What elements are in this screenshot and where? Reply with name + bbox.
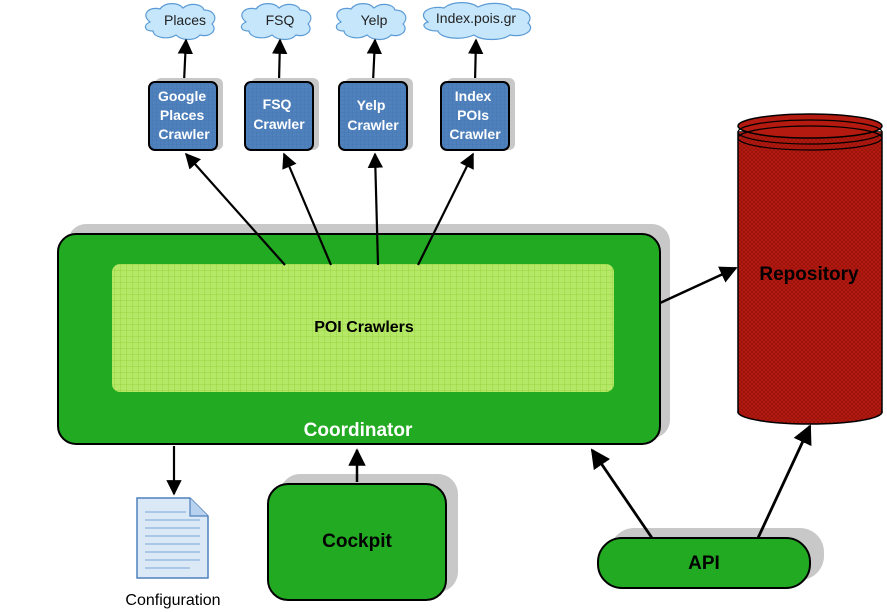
api-box: API (597, 528, 824, 589)
cloud-label-fsq: FSQ (266, 12, 295, 28)
arrow-api-to-repository (756, 424, 812, 539)
arrow-crawler-index (467, 38, 484, 83)
cloud-places: Places (144, 3, 216, 41)
cockpit-box: Cockpit (267, 474, 458, 601)
arrow-crawler-fsq (271, 38, 288, 83)
crawler-label-index: Index POIs Crawler (449, 88, 501, 142)
crawler-line: Places (160, 107, 205, 123)
cloud-label-yelp: Yelp (361, 12, 388, 28)
crawler-line: Crawler (449, 126, 501, 142)
arrow-api-to-coordinator (590, 448, 654, 539)
arrow-crawler-places (177, 38, 194, 83)
crawler-label-fsq: FSQ Crawler (253, 96, 305, 132)
repository-label: Repository (759, 264, 859, 285)
cloud-label-places: Places (164, 12, 206, 28)
crawler-yelp: Yelp Crawler (338, 78, 413, 151)
crawler-line: Index (455, 88, 492, 104)
crawler-line: Crawler (253, 116, 305, 132)
arrow-to-google-crawler (184, 152, 286, 266)
configuration-label: Configuration (125, 592, 220, 609)
arrow-to-repository (659, 266, 738, 305)
poi-crawlers-area (112, 264, 614, 392)
crawler-line: FSQ (263, 96, 292, 112)
crawler-line: Crawler (158, 126, 210, 142)
poi-crawlers-label: POI Crawlers (314, 319, 414, 336)
arrow-to-fsq-crawler (282, 152, 333, 266)
crawler-google-places: Google Places Crawler (148, 78, 223, 151)
cloud-yelp: Yelp (335, 3, 407, 41)
cloud-fsq: FSQ (240, 3, 312, 41)
coordinator-label: Coordinator (304, 420, 413, 441)
configuration-document: Configuration (125, 497, 221, 609)
crawler-line: Yelp (357, 97, 386, 113)
arrow-to-yelp-crawler (367, 152, 384, 266)
crawler-line: POIs (457, 107, 489, 123)
arrow-crawler-yelp (366, 38, 383, 83)
repository-cylinder: Repository (737, 113, 883, 425)
crawler-index-pois: Index POIs Crawler (440, 78, 515, 151)
cockpit-label: Cockpit (322, 531, 392, 552)
cloud-label-index-pois: Index.pois.gr (436, 10, 516, 26)
coordinator-box: POI Crawlers Coordinator (57, 224, 670, 445)
crawler-fsq: FSQ Crawler (244, 78, 319, 151)
crawler-label-google: Google Places Crawler (158, 88, 210, 142)
api-label: API (688, 553, 720, 574)
crawler-line: Google (158, 88, 206, 104)
cloud-index-pois: Index.pois.gr (422, 2, 532, 41)
crawler-label-yelp: Yelp Crawler (347, 97, 399, 133)
crawler-line: Crawler (347, 117, 399, 133)
arrow-to-index-crawler (417, 152, 474, 266)
